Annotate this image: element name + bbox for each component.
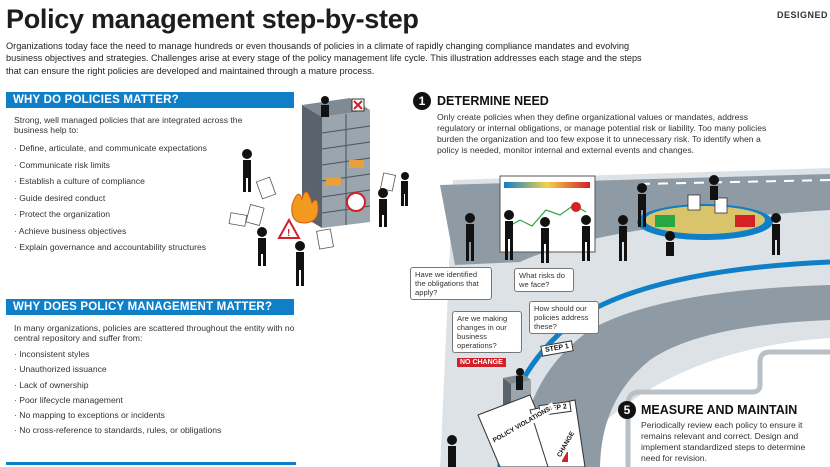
- step-1-number: 1: [413, 92, 431, 110]
- road-divider: [639, 179, 830, 185]
- warning-icon: [277, 217, 301, 239]
- people-silhouettes-bottom: [447, 435, 457, 467]
- people-silhouettes-right: [465, 175, 781, 263]
- step-5-description: Periodically review each policy to ensur…: [641, 420, 806, 463]
- why-management-heading: WHY DOES POLICY MANAGEMENT MATTER?: [6, 299, 294, 315]
- intro-paragraph: Organizations today face the need to man…: [6, 41, 642, 76]
- question-bubble-obligations: Have we identified the obligations that …: [410, 267, 492, 300]
- no-change-label: NO CHANGE: [457, 358, 506, 367]
- meeting-table: [637, 194, 773, 240]
- why-policies-heading: WHY DO POLICIES MATTER?: [6, 92, 294, 108]
- question-bubble-policies: How should our policies address these?: [529, 301, 599, 334]
- brand-label: DESIGNED: [776, 10, 828, 20]
- list-item: Achieve business objectives: [14, 226, 254, 243]
- fire-icon: [291, 191, 319, 224]
- list-item: Communicate risk limits: [14, 160, 254, 177]
- list-item: Explain governance and accountability st…: [14, 242, 254, 259]
- list-item: Poor lifecycle management: [14, 395, 304, 410]
- list-item: Establish a culture of compliance: [14, 176, 254, 193]
- why-management-list: Inconsistent styles Unauthorized issuanc…: [14, 349, 304, 441]
- page-title: Policy management step-by-step: [6, 4, 419, 34]
- why-policies-list: Define, articulate, and communicate expe…: [14, 143, 254, 259]
- question-bubble-risks: What risks do we face?: [514, 268, 574, 292]
- list-item: Unauthorized issuance: [14, 364, 304, 379]
- list-item: Lack of ownership: [14, 380, 304, 395]
- pipe-line: [625, 349, 830, 467]
- list-item: Inconsistent styles: [14, 349, 304, 364]
- list-item: No cross-reference to standards, rules, …: [14, 425, 304, 440]
- step-5-heading: MEASURE AND MAINTAIN: [641, 403, 798, 417]
- list-item: Guide desired conduct: [14, 193, 254, 210]
- bottom-divider: [6, 462, 296, 465]
- alert-circle-icon: [346, 192, 366, 212]
- list-item: Protect the organization: [14, 209, 254, 226]
- why-management-lead: In many organizations, policies are scat…: [14, 323, 295, 344]
- step-1-description: Only create policies when they define or…: [437, 112, 767, 155]
- list-item: No mapping to exceptions or incidents: [14, 410, 304, 425]
- why-policies-lead: Strong, well managed policies that are i…: [14, 115, 243, 136]
- step-1-heading: DETERMINE NEED: [437, 94, 549, 108]
- list-item: Define, articulate, and communicate expe…: [14, 143, 254, 160]
- question-bubble-changes: Are we making changes in our business op…: [452, 311, 522, 353]
- svg-text:!: !: [287, 228, 290, 239]
- step-5-number: 5: [618, 401, 636, 419]
- file-cabinet-tower: [302, 98, 371, 228]
